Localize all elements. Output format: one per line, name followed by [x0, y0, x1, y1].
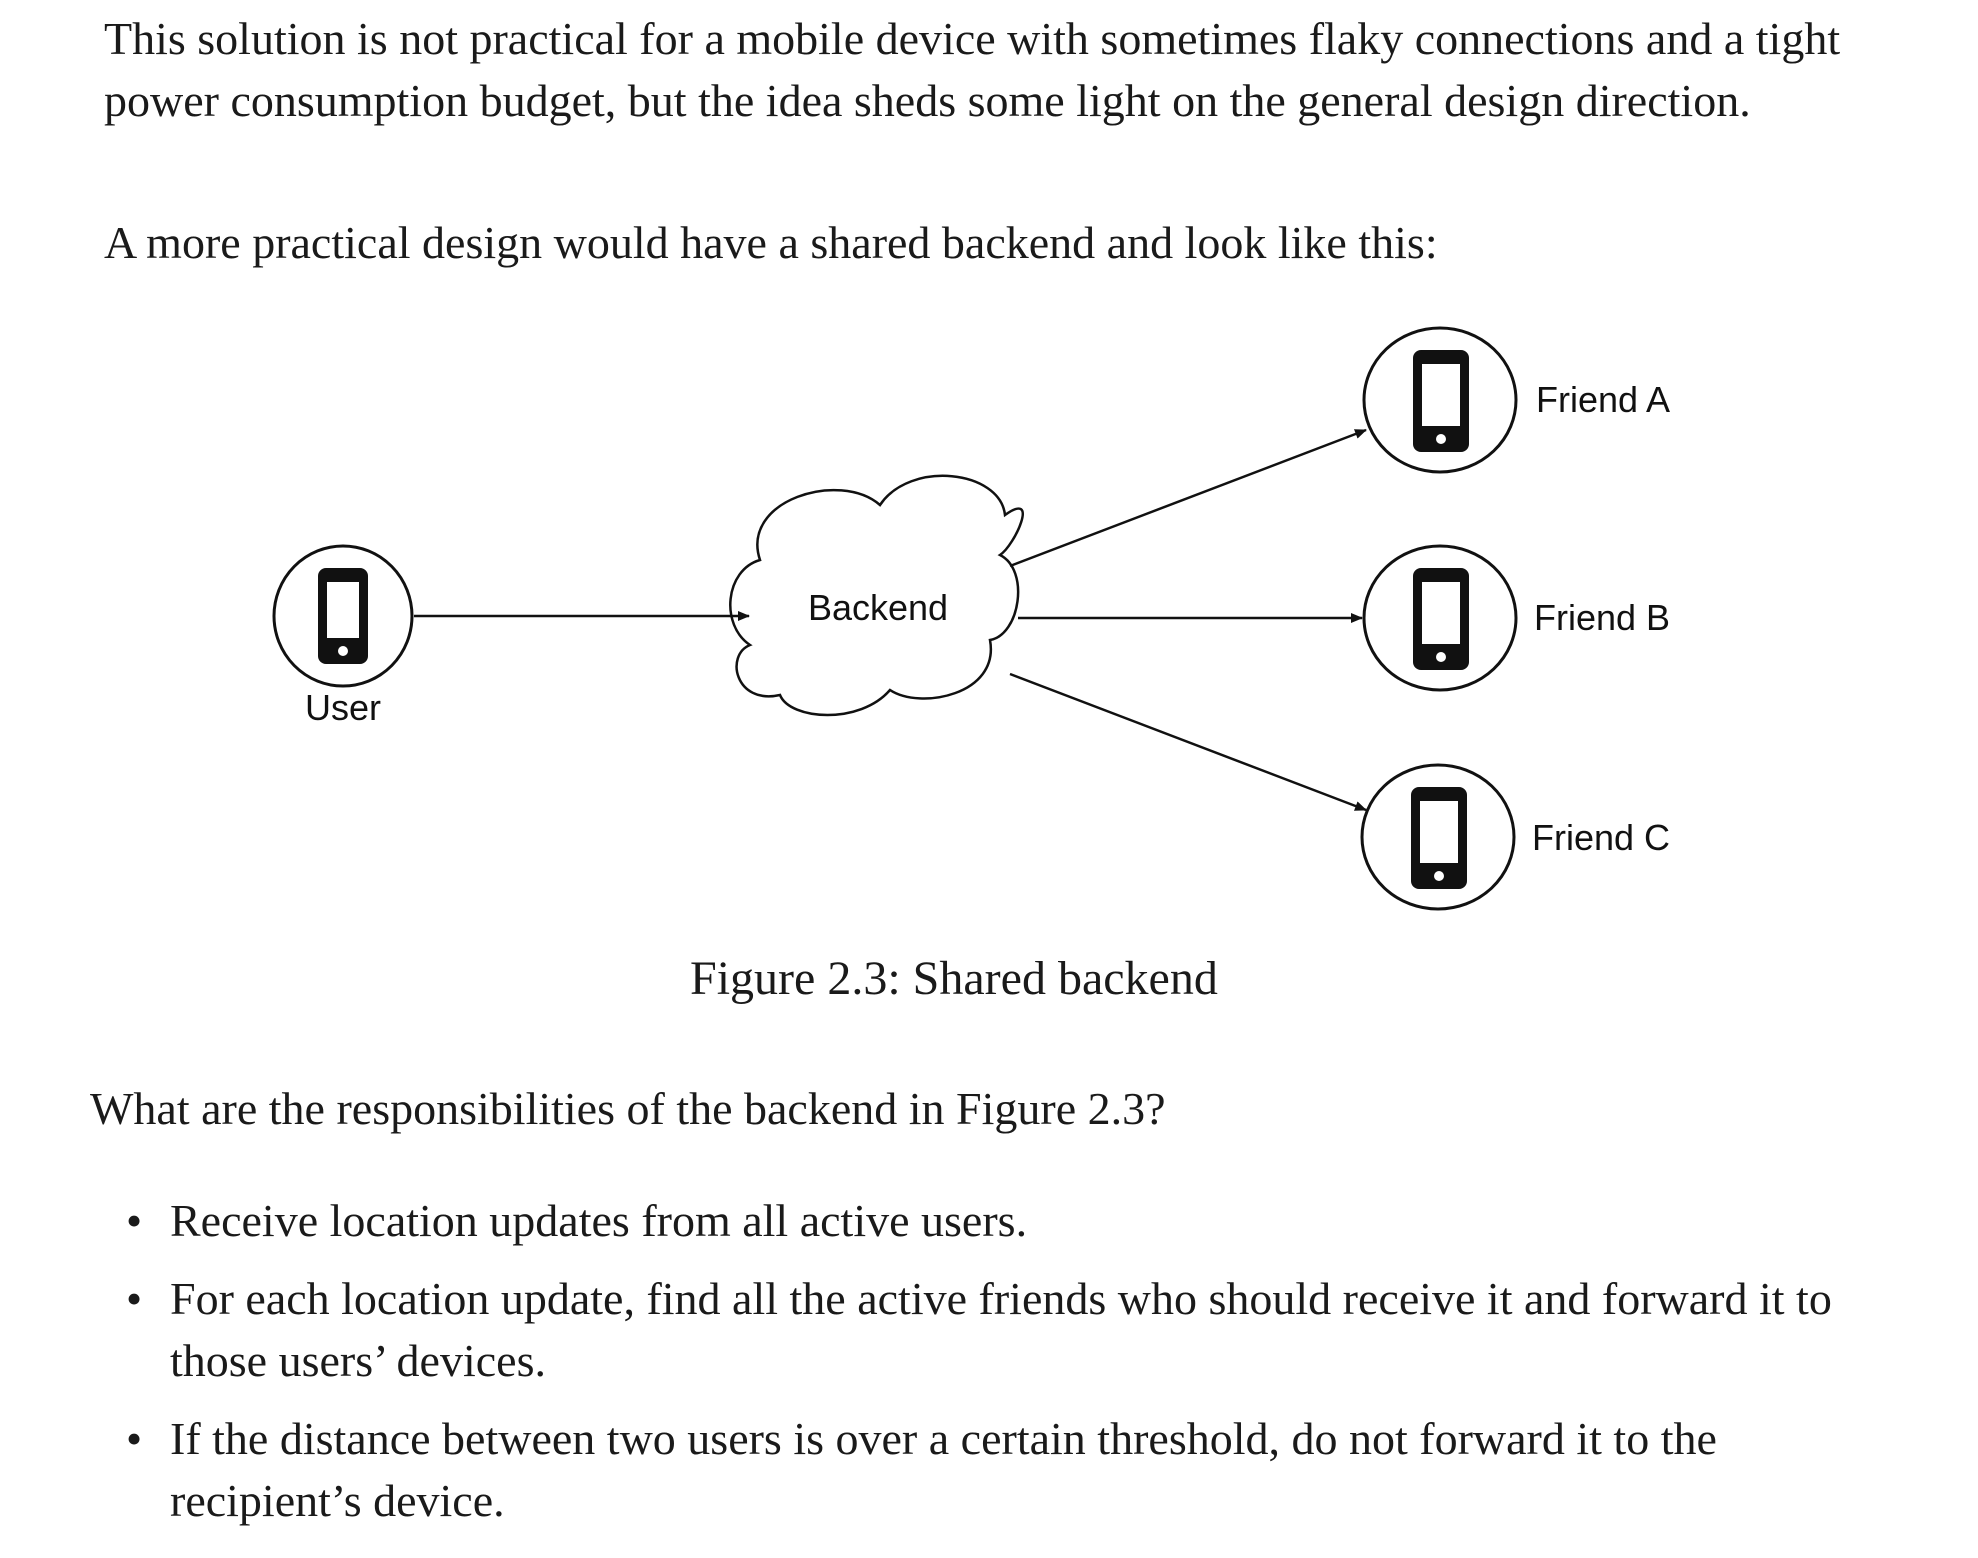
friend-c-label: Friend C — [1532, 817, 1670, 858]
list-item-text: For each location update, find all the a… — [170, 1273, 1832, 1386]
figure-caption: Figure 2.3: Shared backend — [690, 952, 1218, 1005]
friend-a-node — [1362, 326, 1518, 474]
shared-backend-diagram: User Backend Friend A Friend B — [272, 326, 1670, 911]
list-item: • Receive location updates from all activ… — [126, 1190, 1870, 1252]
list-item-text: Receive location updates from all active… — [170, 1195, 1028, 1246]
friend-a-label: Friend A — [1536, 379, 1670, 420]
friend-b-label: Friend B — [1534, 597, 1670, 638]
edge-backend-to-friend-c — [1009, 672, 1367, 812]
question-text: What are the responsibilities of the bac… — [90, 1083, 1166, 1134]
backend-label: Backend — [808, 587, 948, 628]
phone-icon — [1411, 787, 1467, 889]
phone-icon — [1413, 350, 1469, 452]
bullet-marker: • — [126, 1273, 143, 1324]
list-item-text: If the distance between two users is ove… — [170, 1413, 1717, 1526]
list-item: • For each location update, find all the … — [126, 1268, 1870, 1392]
edge-backend-to-friend-a — [1009, 428, 1367, 568]
bullet-marker: • — [126, 1195, 143, 1246]
phone-icon — [1413, 568, 1469, 670]
friend-c-node — [1360, 763, 1516, 911]
lead-paragraph: A more practical design would have a sha… — [104, 217, 1438, 268]
user-label: User — [305, 687, 381, 728]
friend-b-node — [1362, 544, 1518, 692]
bullet-marker: • — [126, 1413, 143, 1464]
phone-icon — [318, 568, 368, 664]
backend-cloud — [729, 474, 1024, 717]
list-item: • If the distance between two users is ov… — [126, 1408, 1870, 1532]
intro-paragraph: This solution is not practical for a mob… — [104, 13, 1841, 126]
user-node — [272, 544, 414, 688]
responsibilities-list: • Receive location updates from all activ… — [126, 1190, 1870, 1548]
